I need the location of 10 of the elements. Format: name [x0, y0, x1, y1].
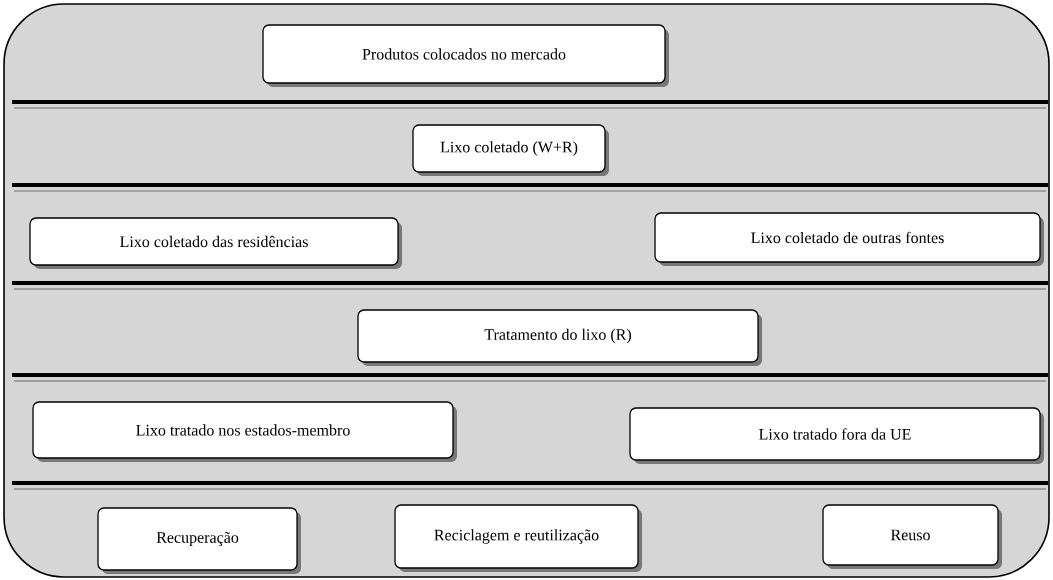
process-box: Produtos colocados no mercado	[262, 24, 669, 87]
process-box: Lixo coletado de outras fontes	[654, 212, 1044, 266]
process-box: Lixo coletado (W+R)	[412, 124, 609, 176]
process-box: Lixo tratado nos estados-membro	[32, 401, 457, 462]
process-box: Lixo coletado das residências	[29, 217, 402, 269]
process-box: Reuso	[822, 504, 1002, 569]
process-box: Lixo tratado fora da UE	[629, 407, 1044, 464]
process-box: Tratamento do lixo (R)	[357, 309, 762, 366]
process-box: Reciclagem e reutilização	[394, 504, 642, 572]
process-box: Recuperação	[97, 507, 301, 574]
